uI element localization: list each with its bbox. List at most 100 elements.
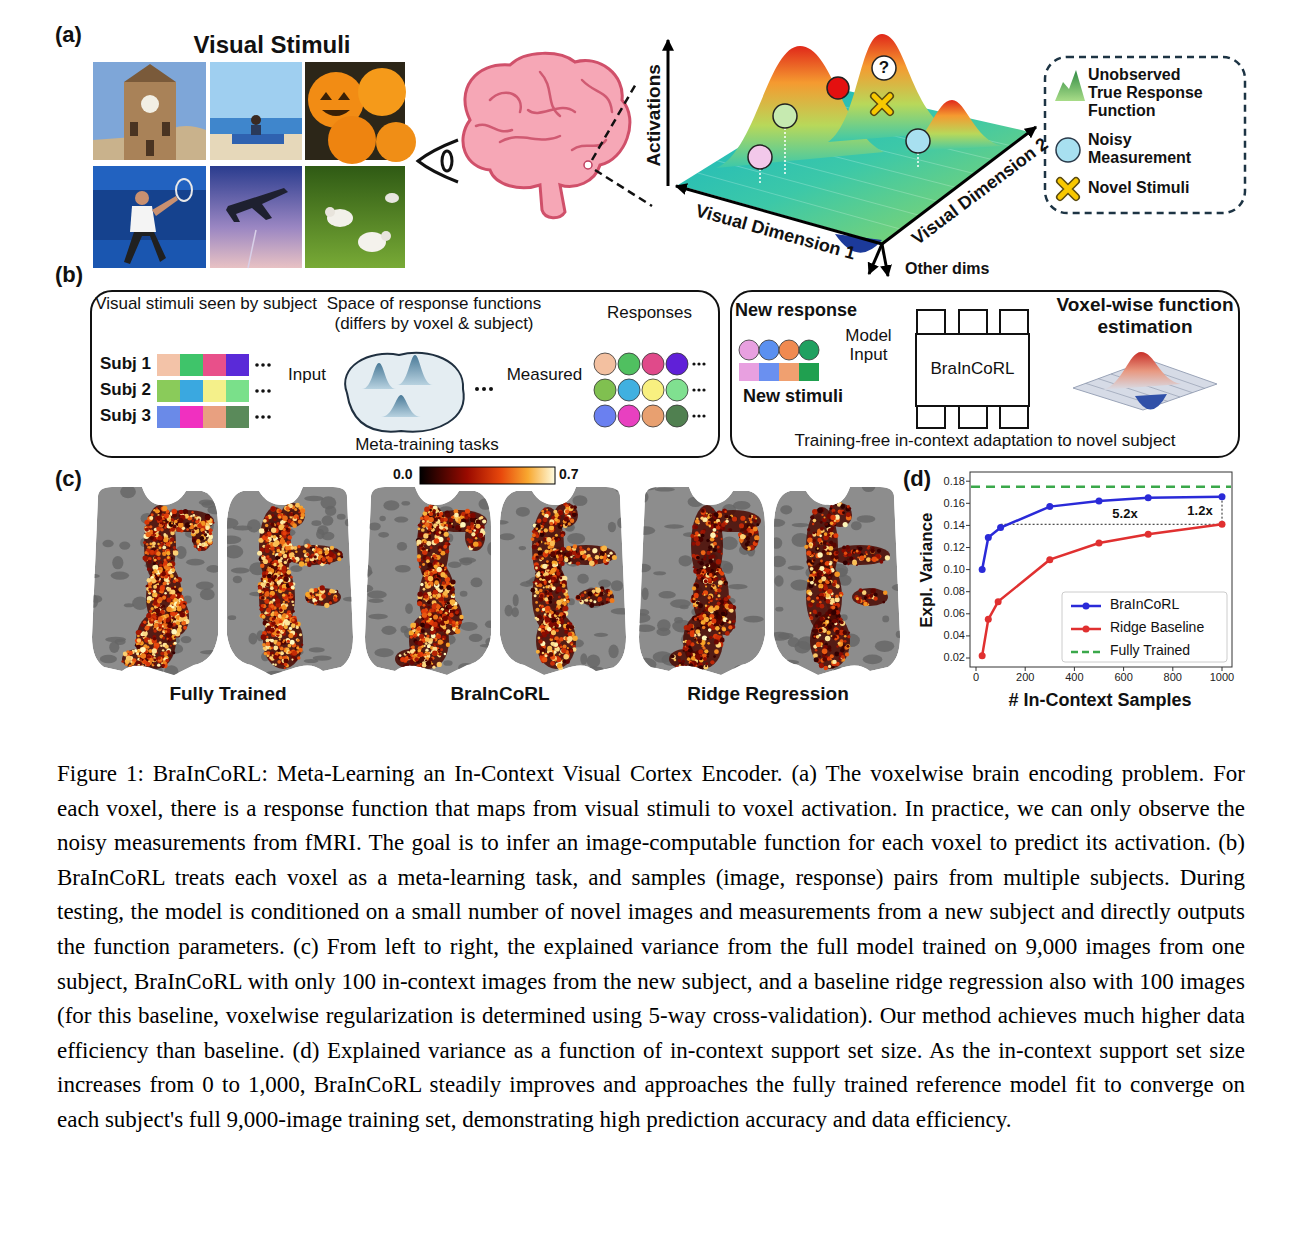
activation-dot	[261, 578, 263, 580]
activation-dot	[157, 543, 159, 545]
activation-dot	[445, 570, 448, 573]
activation-dot	[425, 582, 428, 585]
activation-dot	[178, 587, 183, 592]
activation-dot	[299, 513, 304, 518]
activation-dot	[303, 550, 306, 553]
activation-dot	[286, 570, 291, 575]
activation-dot	[177, 627, 182, 632]
activation-dot	[172, 509, 177, 514]
axis-arrow	[869, 244, 882, 274]
activation-dot	[208, 535, 213, 540]
activation-dot	[269, 602, 271, 604]
activation-dot	[262, 643, 266, 647]
activation-dot	[136, 652, 139, 655]
activation-dot	[261, 604, 264, 607]
activation-dot	[259, 607, 263, 611]
activation-dot	[265, 591, 269, 595]
activation-dot	[162, 649, 164, 651]
activation-dot	[427, 600, 431, 604]
activation-dot	[276, 522, 279, 525]
activation-dot	[283, 528, 286, 531]
measurement-dot	[827, 77, 849, 99]
activation-dot	[295, 503, 300, 508]
activation-dot	[296, 626, 299, 629]
activation-dot	[307, 562, 312, 567]
activation-dot	[157, 549, 159, 551]
activation-dot	[291, 546, 295, 550]
activation-dot	[194, 545, 197, 548]
activation-region	[136, 613, 176, 669]
sulcus-patch	[469, 634, 483, 642]
activation-dot	[300, 558, 303, 561]
activation-dot	[292, 523, 297, 528]
activation-region	[158, 510, 214, 532]
activation-dot	[197, 524, 202, 529]
activation-dot	[282, 656, 285, 659]
activation-dot	[281, 530, 286, 535]
activation-dot	[159, 641, 162, 644]
sulcus-patch	[205, 481, 214, 494]
activation-dot	[281, 588, 285, 592]
activation-dot	[439, 511, 443, 515]
activation-dot	[327, 557, 332, 562]
activation-dot	[141, 665, 144, 668]
activation-dot	[426, 541, 430, 545]
activation-dot	[305, 558, 309, 562]
activation-dot	[273, 518, 276, 521]
activation-dot	[288, 613, 291, 616]
activation-dot	[186, 528, 189, 531]
activation-dot	[162, 623, 167, 628]
activation-dot	[159, 564, 163, 568]
activation-dot	[305, 592, 310, 597]
activation-dot	[144, 637, 150, 643]
activation-dot	[271, 621, 276, 626]
brain-gyrus	[582, 80, 612, 112]
sulcus-patch	[423, 482, 433, 492]
sulcus-patch	[458, 663, 473, 672]
activation-dot	[278, 553, 282, 557]
activation-dot	[288, 633, 293, 638]
activation-dot	[121, 660, 124, 663]
activation-dot	[155, 577, 159, 581]
activation-dot	[177, 606, 182, 611]
activation-dot	[180, 612, 185, 617]
activation-dot	[266, 642, 270, 646]
activation-dot	[147, 568, 149, 570]
activation-dot	[284, 663, 288, 667]
activation-dot	[268, 567, 271, 570]
activation-dot	[426, 541, 431, 546]
activation-dot	[175, 612, 177, 614]
activation-dot	[203, 548, 205, 550]
sulcus-patch	[407, 663, 428, 677]
activation-dot	[183, 509, 188, 514]
activation-dot	[288, 651, 291, 654]
photo-part	[381, 231, 391, 241]
activation-dot	[279, 579, 283, 583]
activation-dot	[201, 542, 206, 547]
activation-dot	[158, 536, 163, 541]
activation-dot	[270, 651, 274, 655]
activation-dot	[152, 542, 156, 546]
activation-dot	[260, 563, 265, 568]
activation-dot	[290, 640, 295, 645]
sulcus-patch	[383, 500, 399, 510]
activation-dot	[162, 625, 164, 627]
activation-dot	[276, 509, 281, 514]
voxel-dot	[584, 161, 592, 169]
activation-dot	[318, 551, 322, 555]
activation-dot	[419, 566, 422, 569]
sulcus-patch	[322, 515, 334, 525]
activation-dot	[440, 572, 445, 577]
activation-dot	[164, 592, 167, 595]
photo-part	[251, 125, 261, 135]
activation-region	[431, 510, 487, 532]
legend-frame	[1045, 57, 1245, 213]
activation-dot	[147, 578, 152, 583]
activation-dot	[154, 534, 156, 536]
sulcus-patch	[405, 603, 413, 614]
activation-dot	[420, 546, 425, 551]
sulcus-patch	[186, 559, 204, 566]
activation-dot	[291, 585, 295, 589]
activation-dot	[162, 549, 164, 551]
sulcus-patch	[480, 644, 500, 648]
